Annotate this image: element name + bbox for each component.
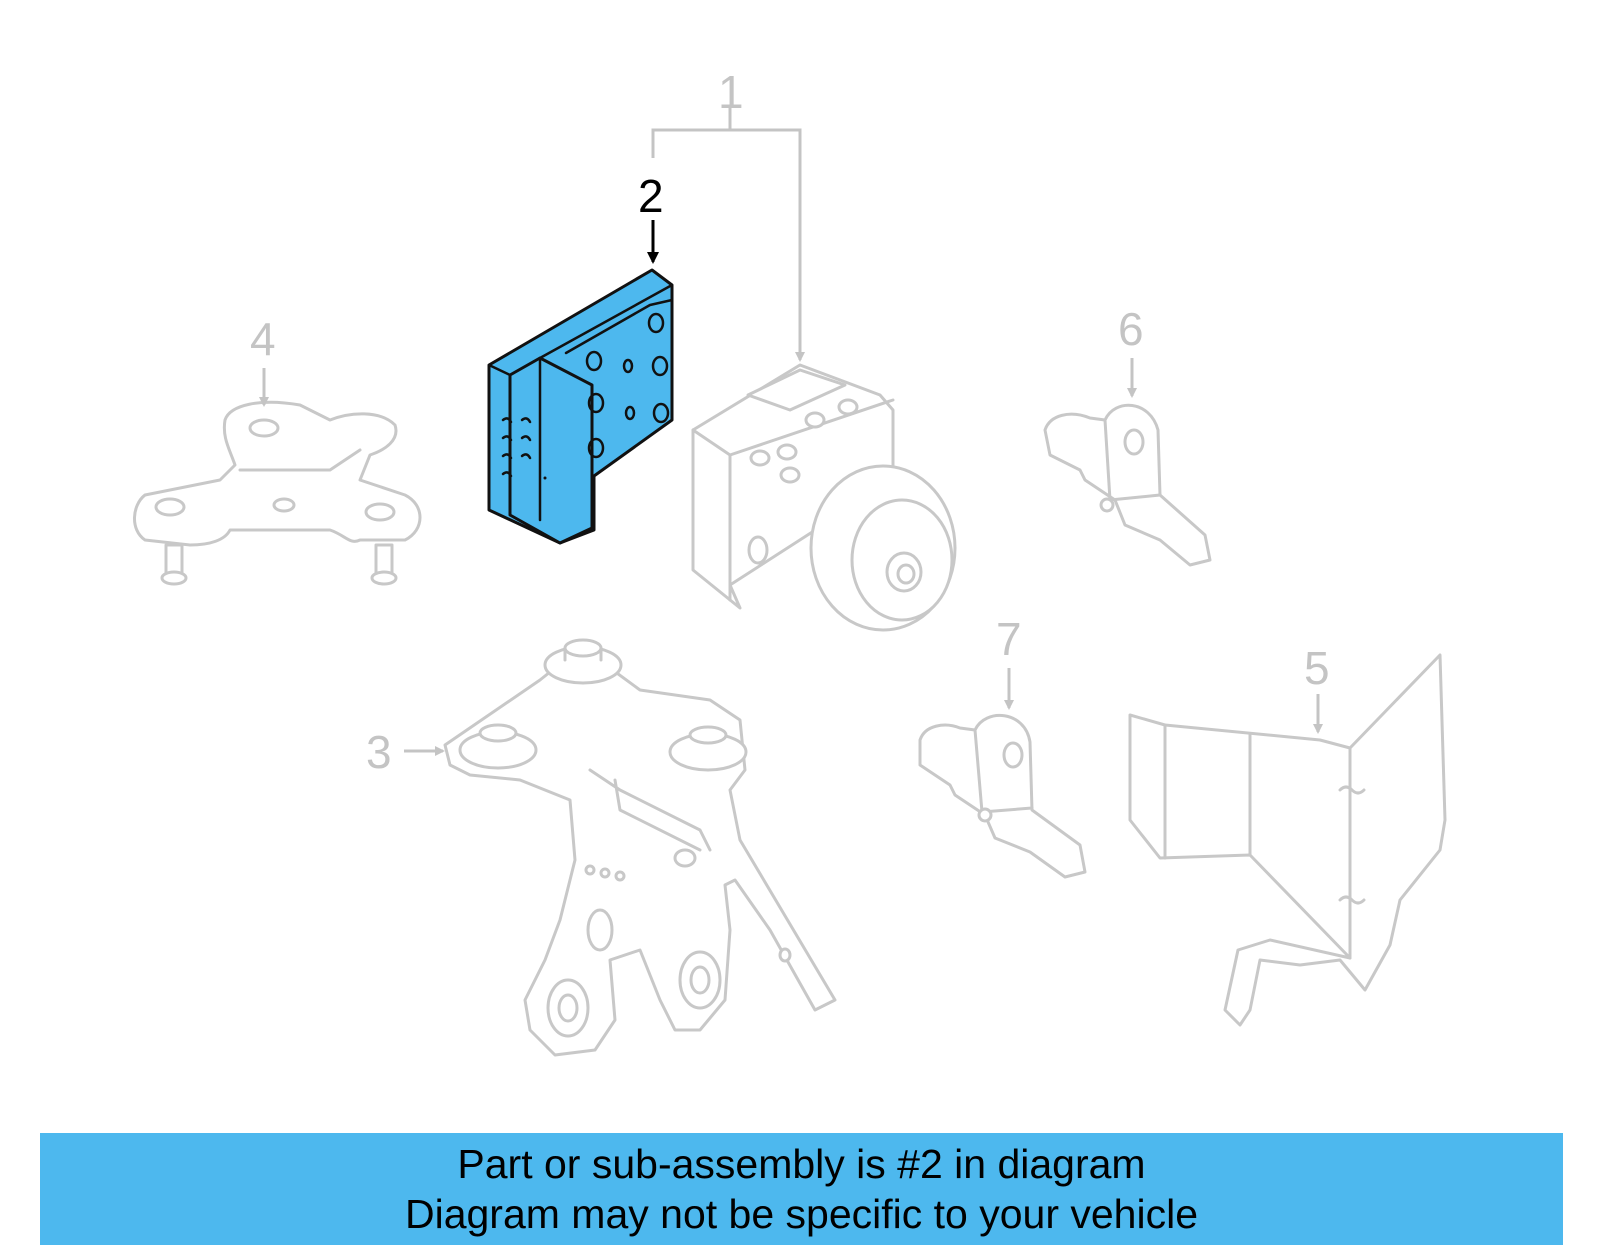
banner-line-disclaimer: Diagram may not be specific to your vehi…	[404, 1191, 1198, 1237]
callout-3: 3	[366, 726, 392, 778]
callout-7: 7	[996, 613, 1022, 665]
banner-line-part: Part or sub-assembly is #2 in diagram	[457, 1141, 1146, 1187]
part-2-abs-control-module	[487, 268, 674, 545]
part-7-sensor	[918, 714, 1087, 879]
info-banner: Part or sub-assembly is #2 in diagram Di…	[40, 1133, 1563, 1245]
callout-5: 5	[1304, 642, 1330, 694]
callout-1: 1	[718, 66, 744, 118]
part-5-cover	[1128, 653, 1447, 1027]
callout-4: 4	[250, 313, 276, 365]
callout-2: 2	[638, 170, 664, 222]
leader-lines	[259, 108, 1323, 756]
part-1-abs-assembly	[691, 363, 957, 632]
part-6-sensor	[1043, 403, 1212, 567]
callout-6: 6	[1118, 303, 1144, 355]
part-4-bracket	[133, 400, 422, 586]
part-3-bracket	[443, 638, 837, 1057]
